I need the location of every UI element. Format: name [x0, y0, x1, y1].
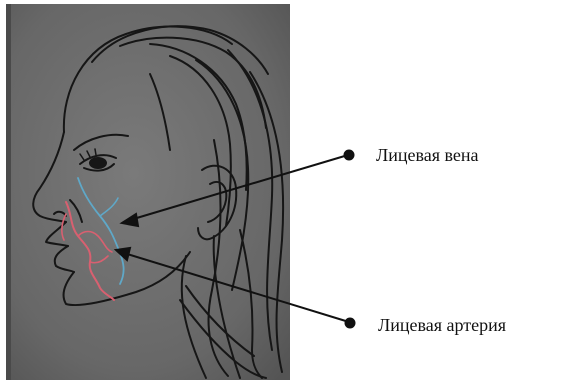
- pointer-artery-dot: [346, 319, 355, 328]
- photo-left-edge: [6, 4, 11, 380]
- eye-pupil: [89, 157, 107, 169]
- pointer-vein-dot: [345, 151, 354, 160]
- label-facial-vein: Лицевая вена: [376, 146, 479, 164]
- label-facial-artery: Лицевая артерия: [378, 316, 506, 334]
